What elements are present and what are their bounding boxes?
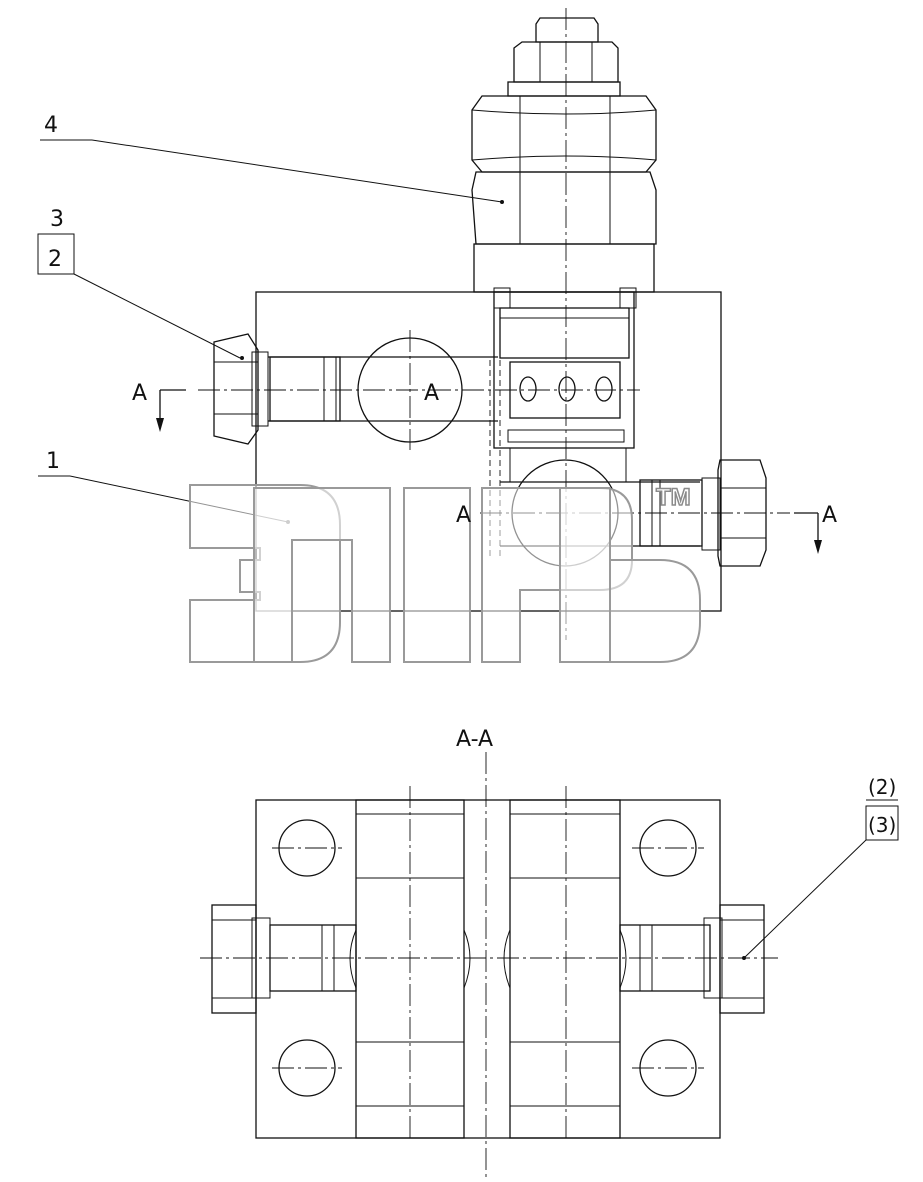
label-part-3: 3 (50, 207, 64, 232)
label-part-2: 2 (48, 247, 62, 272)
watermark-tm: TM (656, 484, 691, 511)
ref-label-3: (3) (868, 813, 896, 837)
port-label-left: A (424, 381, 439, 406)
section-plug-left (211, 904, 271, 1014)
watermark-logo: TM (189, 483, 701, 663)
section-marker-left (156, 389, 186, 432)
cartridge-cavity (493, 287, 637, 485)
port-label-right: A (456, 503, 471, 528)
section-label-left: A (132, 381, 147, 406)
bore-right (503, 799, 627, 1139)
section-body-block (255, 799, 721, 1139)
section-label-right: A (822, 503, 837, 528)
right-plug (701, 459, 767, 567)
left-plug (213, 333, 269, 445)
section-view (200, 752, 899, 1178)
ref-label-2: (2) (868, 775, 896, 799)
section-marker-right (794, 512, 822, 554)
label-part-1: 1 (46, 449, 60, 474)
label-part-4: 4 (44, 113, 58, 138)
section-plug-right (703, 904, 765, 1014)
relief-valve-cartridge (471, 17, 657, 293)
section-title: A-A (456, 727, 493, 752)
